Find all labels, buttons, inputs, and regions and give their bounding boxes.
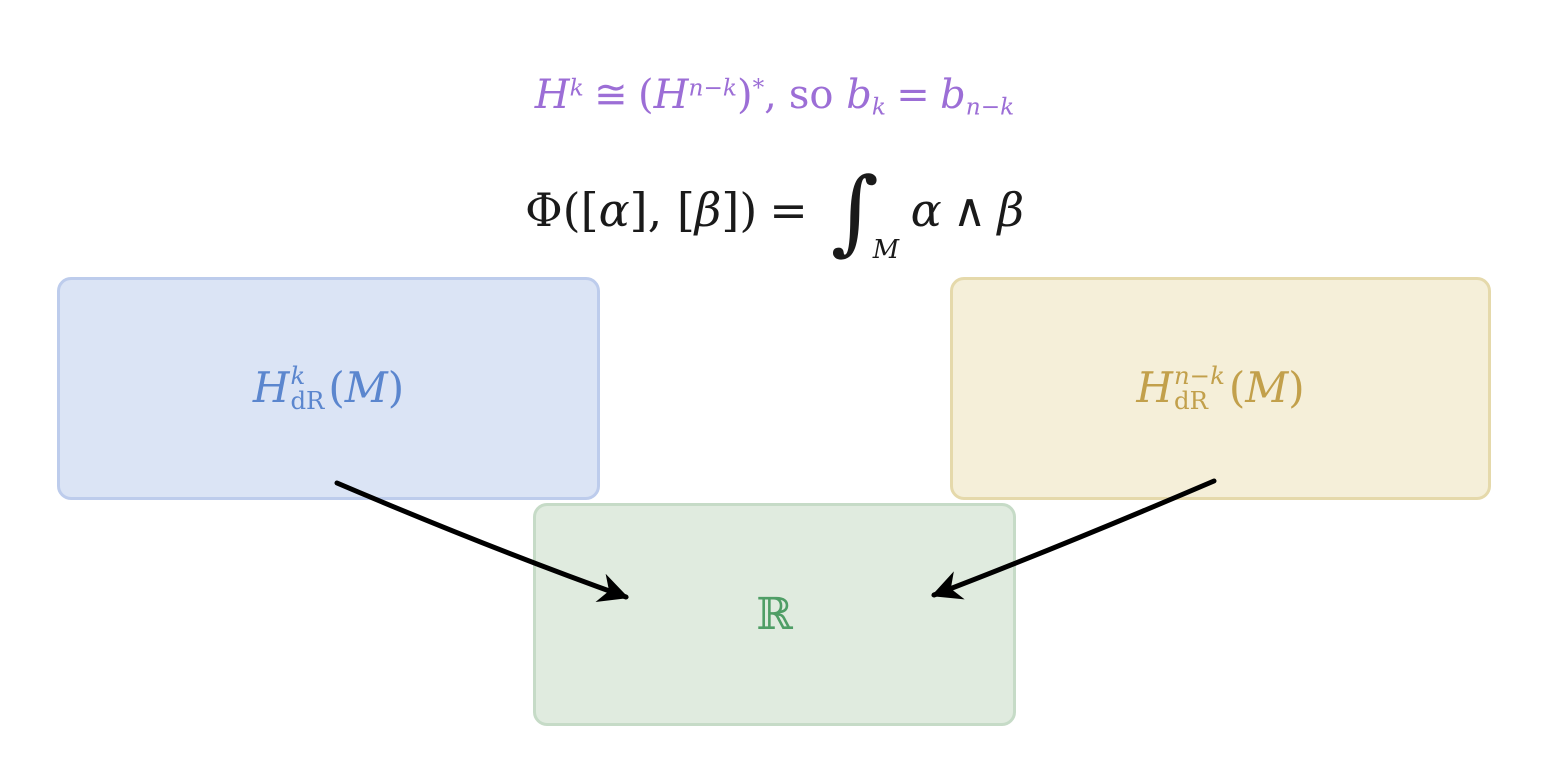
open-brackets: ([	[562, 183, 599, 237]
reals-symbol: ℝ	[756, 589, 793, 640]
alpha-form: α	[910, 183, 942, 237]
right-paren: )	[387, 363, 405, 413]
equals-sign: =	[896, 72, 930, 118]
mid-brackets: ], [	[629, 183, 695, 237]
left-paren: (	[638, 72, 654, 118]
alpha-class: α	[598, 183, 630, 237]
equals-sign: =	[769, 183, 808, 237]
congruence-symbol: ≅	[594, 72, 628, 118]
math-H: H	[1136, 363, 1173, 413]
subscript-dR: dR	[1173, 385, 1208, 415]
dual-star: *	[752, 74, 765, 102]
betti-b1: b	[846, 72, 872, 118]
beta-class: β	[694, 183, 722, 237]
integral-domain-M: M	[872, 235, 900, 266]
phi-symbol: Φ	[524, 183, 563, 237]
beta-form: β	[997, 183, 1025, 237]
wedge-symbol: ∧	[952, 183, 987, 237]
math-H: H	[534, 72, 570, 118]
word-so: so	[788, 72, 834, 118]
manifold-M: M	[1245, 363, 1289, 413]
superscript-n-minus-k: n−k	[1173, 360, 1225, 390]
math-H-dual: H	[653, 72, 689, 118]
left-paren: (	[328, 363, 345, 413]
math-H: H	[252, 363, 290, 413]
integral-sign: ∫	[830, 158, 879, 265]
superscript-n-minus-k: n−k	[688, 74, 737, 102]
pairing-formula: Φ([α], [β])=∫Mα∧β	[0, 166, 1549, 266]
right-paren: )	[1288, 363, 1305, 413]
subscript-n-minus-k: n−k	[965, 93, 1015, 121]
superscript-k: k	[290, 360, 306, 390]
close-brackets: ])	[721, 183, 758, 237]
comma: ,	[764, 72, 777, 118]
subscript-k: k	[871, 93, 886, 121]
left-paren: (	[1228, 363, 1246, 413]
duality-statement: Hk≅(Hn−k)*,so bk=bn−k	[0, 72, 1549, 120]
right-paren: )	[736, 72, 753, 118]
manifold-M: M	[344, 363, 388, 413]
subscript-dR: dR	[290, 385, 325, 415]
betti-b2: b	[940, 72, 966, 118]
reals-box: ℝ	[533, 503, 1016, 726]
superscript-k: k	[569, 74, 584, 102]
